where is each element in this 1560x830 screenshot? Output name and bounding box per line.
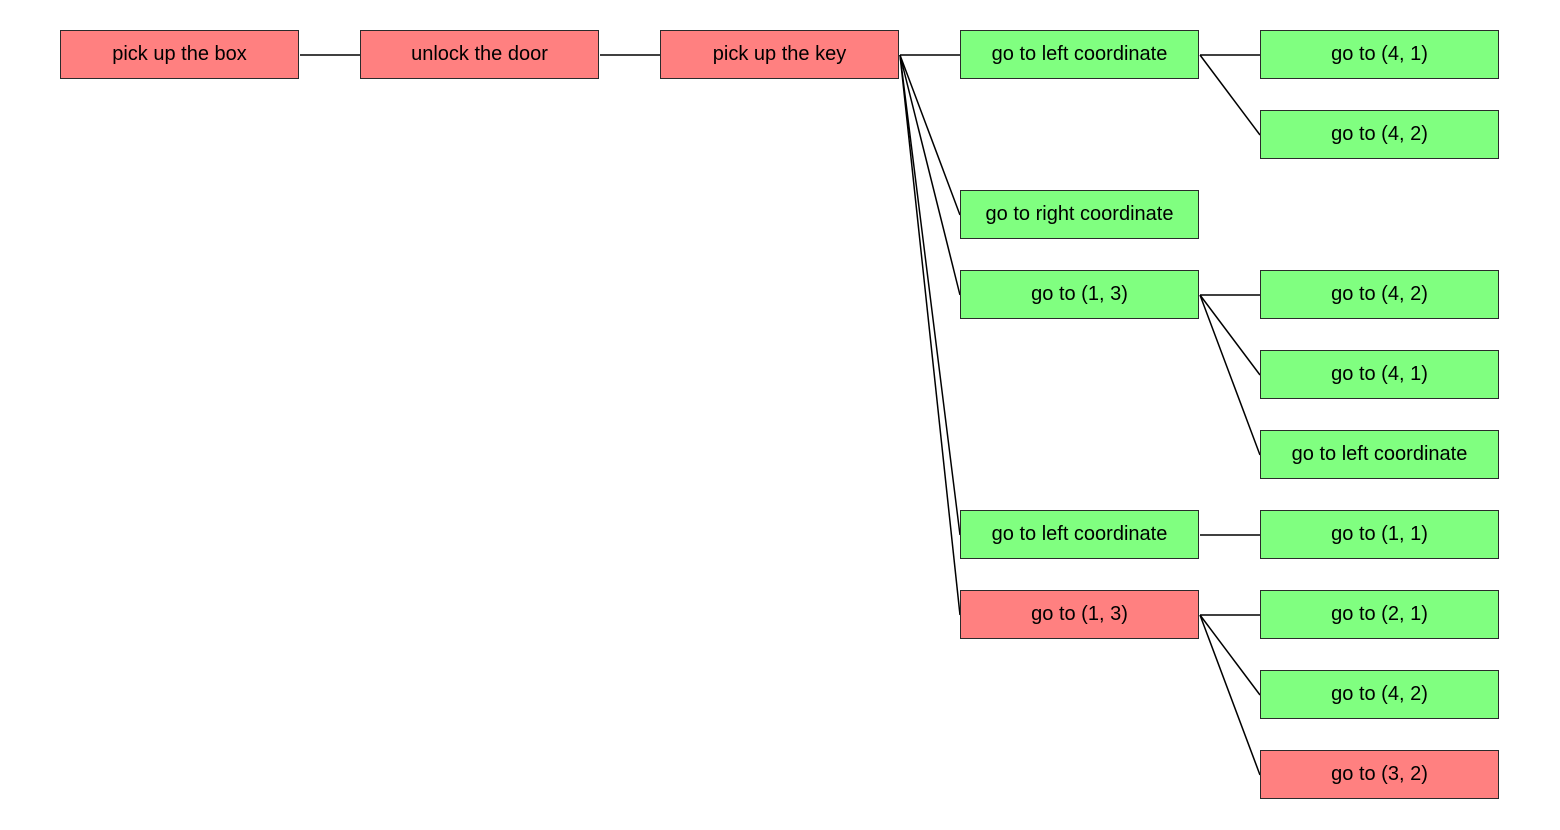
node-pick-up-the-key: pick up the key	[660, 30, 899, 79]
node-go-to-1-3: go to (1, 3)	[960, 590, 1199, 639]
node-unlock-the-door: unlock the door	[360, 30, 599, 79]
edge-n3-n7	[899, 54, 961, 536]
node-go-to-left-coordinate: go to left coordinate	[960, 30, 1199, 79]
node-pick-up-the-box: pick up the box	[60, 30, 299, 79]
edge-n8-n17	[1199, 614, 1261, 776]
edge-n3-n5	[899, 54, 961, 216]
node-go-to-4-2: go to (4, 2)	[1260, 110, 1499, 159]
node-go-to-left-coordinate: go to left coordinate	[960, 510, 1199, 559]
node-go-to-left-coordinate: go to left coordinate	[1260, 430, 1499, 479]
node-go-to-1-3: go to (1, 3)	[960, 270, 1199, 319]
node-go-to-3-2: go to (3, 2)	[1260, 750, 1499, 799]
edge-n8-n16	[1199, 614, 1261, 696]
edge-n3-n8	[899, 54, 961, 616]
node-go-to-right-coordinate: go to right coordinate	[960, 190, 1199, 239]
node-go-to-4-1: go to (4, 1)	[1260, 30, 1499, 79]
edge-n3-n6	[899, 54, 961, 296]
edge-n6-n13	[1199, 294, 1261, 456]
node-go-to-2-1: go to (2, 1)	[1260, 590, 1499, 639]
node-go-to-1-1: go to (1, 1)	[1260, 510, 1499, 559]
node-go-to-4-2: go to (4, 2)	[1260, 670, 1499, 719]
edge-n4-n10	[1199, 54, 1261, 136]
node-go-to-4-1: go to (4, 1)	[1260, 350, 1499, 399]
node-go-to-4-2: go to (4, 2)	[1260, 270, 1499, 319]
edge-n6-n12	[1199, 294, 1261, 376]
